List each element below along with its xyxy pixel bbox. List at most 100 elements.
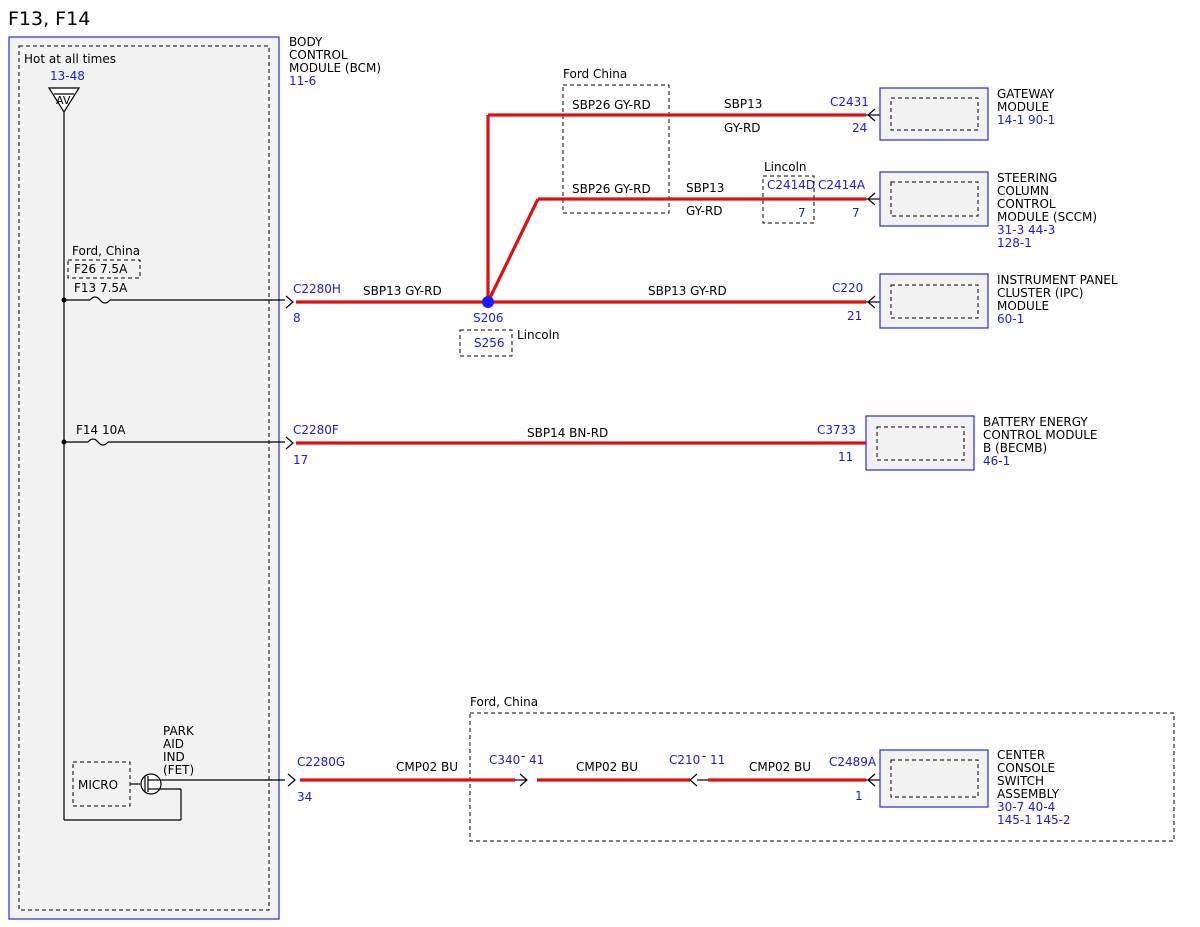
connector-c2414d-pin: 7	[798, 206, 806, 220]
gateway-name-line-1: GATEWAY	[997, 87, 1055, 101]
wire-label-main: SBP13 GY-RD	[363, 284, 442, 298]
becmb-name-line-1: BATTERY ENERGY	[983, 415, 1088, 429]
park-aid-label-line-3: IND	[163, 750, 185, 764]
wire-label-sbp26-gateway: SBP26 GY-RD	[572, 98, 651, 112]
connector-c340-pin: 41	[529, 753, 544, 767]
connector-c2489a-label[interactable]: C2489A	[829, 755, 877, 769]
ipc-name-line-3: MODULE	[997, 299, 1049, 313]
gateway-name-line-2: MODULE	[997, 100, 1049, 114]
c2280h-connector-icon	[285, 295, 294, 309]
park-aid-label-line-1: PARK	[163, 724, 195, 738]
becmb-module[interactable]	[865, 415, 975, 471]
fuse-f26-dashed-box	[67, 259, 141, 279]
av-ref-link[interactable]: 13-48	[50, 69, 85, 83]
splice-s206-label[interactable]: S206	[473, 311, 504, 325]
ipc-name-line-1: INSTRUMENT PANEL	[997, 273, 1118, 287]
connector-c340-label[interactable]: C340	[489, 753, 520, 767]
bcm-ref-link[interactable]: 11-6	[289, 74, 316, 88]
wire-label-cmp02-seg3: CMP02 BU	[749, 760, 811, 774]
fuse-f13-label: F13 7.5A	[74, 281, 128, 295]
wire-label-sccm-circuit: SBP13	[686, 181, 724, 195]
sccm-ref-link-2[interactable]: 128-1	[997, 236, 1032, 250]
ccsa-module-inner	[890, 759, 979, 798]
connector-c2280h-label[interactable]: C2280H	[293, 282, 341, 296]
connector-c3733-pin: 11	[838, 450, 853, 464]
sccm-module-inner	[890, 181, 979, 217]
connector-c220-pin: 21	[847, 309, 862, 323]
c2280g-connector-icon	[287, 773, 296, 787]
sccm-module[interactable]	[879, 171, 989, 227]
connector-c220-label[interactable]: C220	[832, 281, 863, 295]
becmb-ref-link[interactable]: 46-1	[983, 454, 1010, 468]
becmb-name-line-2: CONTROL MODULE	[983, 428, 1098, 442]
splice-s206-dot-icon[interactable]	[482, 296, 494, 308]
connector-c210-label[interactable]: C210	[669, 753, 700, 767]
connector-c2431-label[interactable]: C2431	[830, 95, 869, 109]
connector-c2280f-pin: 17	[293, 453, 308, 467]
connector-c210-pin: 11	[710, 753, 725, 767]
fet-transistor-icon	[140, 773, 162, 795]
connector-c2431-pin: 24	[852, 121, 867, 135]
bcm-name-line-2: CONTROL	[289, 48, 348, 62]
becmb-module-inner	[876, 426, 965, 461]
fuse-f26-label: F26 7.5A	[74, 262, 128, 276]
bcm-name-line-3: MODULE (BCM)	[289, 61, 381, 75]
wire-sbp26-diagonal[interactable]	[486, 198, 540, 303]
av-symbol-label: AV	[56, 94, 71, 107]
bcm-name-line-1: BODY	[289, 35, 323, 49]
c2280f-connector-icon	[285, 436, 294, 450]
wire-label-sbp26-sccm: SBP26 GY-RD	[572, 182, 651, 196]
connector-c2280f-label[interactable]: C2280F	[293, 423, 339, 437]
connector-c2414d-label[interactable]: C2414D	[767, 178, 815, 192]
fuse-f13-icon	[89, 296, 111, 304]
gateway-ref-link[interactable]: 14-1 90-1	[997, 113, 1055, 127]
connector-c3733-label[interactable]: C3733	[817, 423, 856, 437]
fuse-region-ford-china-label: Ford, China	[72, 244, 140, 258]
connector-c2414a-label[interactable]: C2414A	[818, 178, 866, 192]
connector-c2414a-pin: 7	[852, 206, 860, 220]
connector-c340-dash: -	[521, 749, 525, 763]
sccm-name-line-2: COLUMN	[997, 184, 1049, 198]
hot-at-all-times-label: Hot at all times	[24, 52, 116, 66]
sccm-name-line-3: CONTROL	[997, 197, 1056, 211]
micro-label: MICRO	[78, 778, 118, 792]
center-console-switch-module[interactable]	[879, 749, 989, 808]
wire-label-gateway-color: GY-RD	[724, 121, 761, 135]
connector-c210-dash: -	[702, 749, 706, 763]
ccsa-name-line-3: SWITCH	[997, 774, 1044, 788]
ipc-module-inner	[890, 284, 979, 319]
region-ford-china-top	[562, 84, 670, 214]
fuse-f14-icon	[87, 438, 109, 446]
ccsa-ref-link-1[interactable]: 30-7 40-4	[997, 800, 1055, 814]
ccsa-name-line-2: CONSOLE	[997, 761, 1055, 775]
park-aid-label-line-2: AID	[163, 737, 184, 751]
connector-c2280g-label[interactable]: C2280G	[297, 755, 345, 769]
sccm-ref-link-1[interactable]: 31-3 44-3	[997, 223, 1055, 237]
wire-label-cmp02-seg1: CMP02 BU	[396, 760, 458, 774]
ccsa-name-line-1: CENTER	[997, 748, 1045, 762]
bcm-inner-dashed	[18, 45, 270, 911]
page-title: F13, F14	[8, 8, 90, 30]
bcm-module: BODY CONTROL MODULE (BCM) 11-6 Hot at al…	[8, 35, 381, 920]
wire-label-cmp02-seg2: CMP02 BU	[576, 760, 638, 774]
splice-s256-label[interactable]: S256	[474, 336, 505, 350]
region-ford-china-top-label: Ford China	[563, 67, 627, 81]
ipc-name-line-2: CLUSTER (IPC)	[997, 286, 1083, 300]
region-lincoln-label: Lincoln	[764, 160, 807, 174]
gateway-module[interactable]	[879, 87, 989, 141]
ipc-module[interactable]	[879, 273, 989, 329]
ccsa-name-line-4: ASSEMBLY	[997, 787, 1060, 801]
c210-connector-icon	[689, 773, 698, 787]
wire-label-sccm-color: GY-RD	[686, 204, 723, 218]
c340-connector-icon	[519, 773, 528, 787]
sccm-name-line-1: STEERING	[997, 171, 1057, 185]
region-ford-china-bottom-label: Ford, China	[470, 695, 538, 709]
ccsa-ref-link-2[interactable]: 145-1 145-2	[997, 813, 1071, 827]
wire-label-becmb: SBP14 BN-RD	[527, 426, 608, 440]
ipc-ref-link[interactable]: 60-1	[997, 312, 1024, 326]
region-ford-china-bottom	[469, 712, 1175, 842]
gateway-module-inner	[890, 97, 979, 131]
bcm-outline	[8, 36, 280, 920]
connector-c2280h-pin: 8	[293, 311, 301, 325]
